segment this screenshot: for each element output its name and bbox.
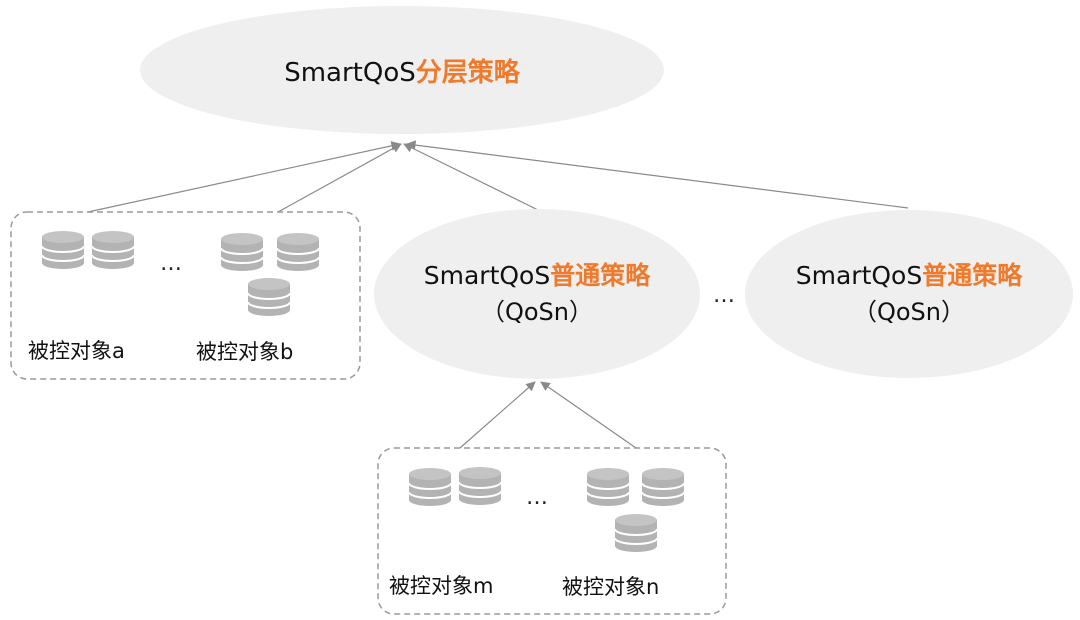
svg-text:SmartQoS分层策略: SmartQoS分层策略 bbox=[284, 57, 521, 88]
ellipsis-group-mn: … bbox=[526, 485, 548, 510]
edge-group-mn-left-to-common-1 bbox=[459, 381, 536, 449]
common-policy-1-sub: （QoSn） bbox=[481, 298, 593, 326]
edge-group-ab-right-to-top bbox=[277, 143, 402, 213]
edges bbox=[87, 140, 909, 449]
database-icon bbox=[41, 230, 85, 270]
edge-common-1-to-top bbox=[403, 143, 539, 211]
controlled-object-group-ab: … 被控对象a 被控对象b bbox=[10, 211, 361, 380]
controlled-object-group-mn: … 被控对象m 被控对象n bbox=[377, 447, 727, 615]
database-icon bbox=[247, 277, 291, 317]
group-ab-border bbox=[10, 211, 361, 380]
top-policy-ellipse bbox=[140, 6, 664, 134]
edge-group-mn-right-to-common-1 bbox=[540, 381, 637, 449]
common-policy-2-prefix: SmartQoS bbox=[796, 261, 922, 290]
database-icon bbox=[91, 230, 135, 270]
svg-text:SmartQoS普通策略: SmartQoS普通策略 bbox=[796, 261, 1023, 290]
object-label-b: 被控对象b bbox=[196, 340, 293, 364]
database-icon bbox=[220, 232, 264, 272]
database-icon bbox=[586, 467, 630, 507]
common-policy-node-2: SmartQoS普通策略 （QoSn） bbox=[745, 210, 1073, 378]
object-label-m: 被控对象m bbox=[389, 574, 493, 598]
database-icon bbox=[614, 513, 658, 553]
database-icon bbox=[458, 466, 502, 506]
top-policy-prefix: SmartQoS bbox=[284, 58, 416, 88]
top-policy-node: SmartQoS分层策略 bbox=[140, 6, 664, 134]
database-icon bbox=[408, 467, 452, 507]
database-icon bbox=[276, 232, 320, 272]
ellipsis-between-common-nodes: … bbox=[713, 283, 735, 308]
object-label-n: 被控对象n bbox=[562, 575, 659, 599]
common-policy-node-1: SmartQoS普通策略 （QoSn） bbox=[374, 209, 700, 379]
common-policy-1-prefix: SmartQoS bbox=[424, 261, 550, 290]
common-policy-2-accent: 普通策略 bbox=[922, 261, 1023, 290]
common-policy-ellipse-1 bbox=[374, 209, 700, 379]
common-policy-2-sub: （QoSn） bbox=[853, 298, 965, 326]
common-policy-1-accent: 普通策略 bbox=[550, 261, 651, 290]
edge-group-ab-left-to-top bbox=[87, 141, 401, 213]
common-policy-ellipse-2 bbox=[745, 210, 1073, 378]
object-label-a: 被控对象a bbox=[28, 339, 125, 363]
ellipsis-group-ab: … bbox=[160, 251, 182, 276]
svg-text:SmartQoS普通策略: SmartQoS普通策略 bbox=[424, 261, 651, 290]
database-icon bbox=[641, 467, 685, 507]
top-policy-accent: 分层策略 bbox=[416, 57, 521, 88]
edge-common-2-to-top bbox=[406, 140, 909, 209]
